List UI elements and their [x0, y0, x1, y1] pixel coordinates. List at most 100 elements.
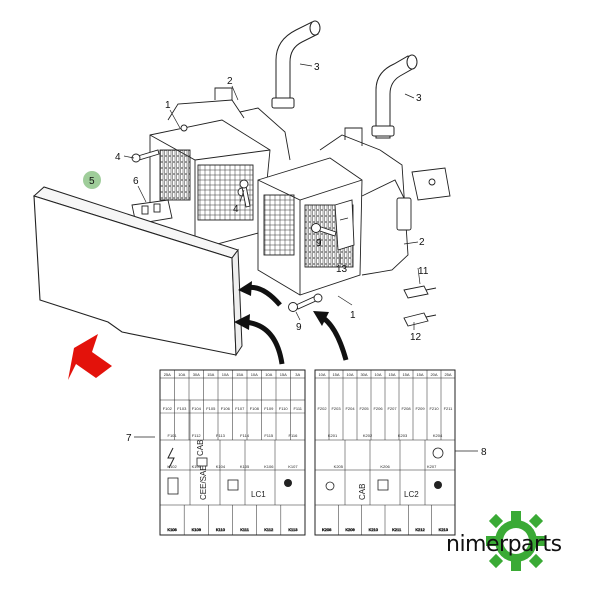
relay-code: K213: [439, 527, 449, 532]
fuse-code: F110: [279, 406, 289, 411]
fuse-rating: 15A: [416, 372, 423, 377]
fuse-rating: 15A: [332, 372, 339, 377]
screw-4-left: [131, 149, 160, 163]
fan-icon: [432, 447, 444, 459]
screw-4-right: [239, 179, 251, 208]
relay-code: K103: [192, 464, 202, 469]
fuse-code: F103: [177, 406, 187, 411]
callout-4: 4: [233, 204, 239, 215]
fuse-rating: 10A: [318, 372, 325, 377]
connector-12: [403, 312, 437, 327]
relay-code: K107: [288, 464, 298, 469]
fuse-rating: 20A: [430, 372, 437, 377]
hose-3-right: [371, 54, 418, 139]
fuse-code: F202: [317, 406, 327, 411]
relay-code: K207: [427, 464, 437, 469]
cee-sae-label: CEE/SAE: [199, 465, 208, 500]
fuse-code: F113: [216, 433, 226, 438]
callout-13: 13: [336, 264, 348, 275]
callout-2: 2: [419, 237, 425, 248]
fuse-rating: 15A: [388, 372, 395, 377]
callout-3: 3: [416, 93, 422, 104]
fuse-code: F210: [429, 406, 439, 411]
fuse-box-1: [149, 87, 291, 251]
fuse-code: F207: [387, 406, 397, 411]
callout-9: 9: [296, 322, 302, 333]
fuse-rating: 15A: [280, 372, 287, 377]
relay-code: K208: [322, 527, 332, 532]
callout-11: 11: [418, 266, 429, 277]
fuse-box-2: [257, 127, 451, 296]
fuse-code: F205: [359, 406, 369, 411]
fuse-rating: 10A: [178, 372, 185, 377]
hose-3-left: [271, 20, 321, 109]
relay-code: K212: [415, 527, 425, 532]
fuse-rating: 15A: [207, 372, 214, 377]
fuse-rating: 10A: [251, 372, 258, 377]
fuse-code: F112: [192, 433, 202, 438]
lamp-icon: [284, 479, 292, 487]
cover-5: [33, 186, 243, 357]
relay-code: K109: [192, 527, 202, 532]
screw-9-upper: [311, 223, 337, 237]
fuse-code: F102: [163, 406, 173, 411]
fuse-code: K203: [398, 433, 408, 438]
fuse-code: F111: [293, 406, 302, 411]
red-arrow: [68, 334, 112, 380]
fuse-rating: 10A: [374, 372, 381, 377]
callout-12: 12: [410, 332, 422, 343]
fuse-code: F208: [401, 406, 411, 411]
fuse-code: K201: [328, 433, 338, 438]
lc1-label: LC1: [251, 490, 266, 499]
callout-8: 8: [481, 447, 487, 458]
brand-logo: nimerparts: [446, 511, 562, 571]
callout-2: 2: [227, 76, 233, 87]
fuse-rating: 30A: [193, 372, 200, 377]
fuse-code: F101: [168, 433, 178, 438]
fuse-code: F109: [264, 406, 274, 411]
relay-code: K211: [392, 527, 402, 532]
fuse-rating: 10A: [265, 372, 272, 377]
relay-code: K113: [288, 527, 298, 532]
fuse-rating: 3A: [295, 372, 300, 377]
gear-icon: [486, 511, 546, 571]
relay-code: K110: [216, 527, 226, 532]
fuse-code: F115: [264, 433, 274, 438]
fuse-code: F114: [240, 433, 250, 438]
fuse-code: F116: [289, 433, 299, 438]
fuse-code: F206: [373, 406, 383, 411]
fuse-rating: 10A: [346, 372, 353, 377]
fuse-rating: 10A: [222, 372, 229, 377]
callout-9: 9: [316, 238, 322, 249]
relay-code: K102: [167, 464, 177, 469]
fuse-rating: 25A: [164, 372, 171, 377]
brand-name: nimerparts: [446, 532, 562, 557]
fuse-codes-row2: F101 F112 F113 F114 F115 F116: [168, 433, 299, 438]
relay-code: K105: [240, 464, 250, 469]
relay-code: K108: [167, 527, 177, 532]
fuse-rating: 30A: [360, 372, 367, 377]
callout-1: 1: [350, 310, 356, 321]
fuse-rating: 15A: [236, 372, 243, 377]
relay-code: K209: [345, 527, 355, 532]
power-icon: [167, 447, 175, 469]
fuse-code: F104: [192, 406, 202, 411]
fuse-code: F204: [345, 406, 355, 411]
callout-3: 3: [314, 62, 320, 73]
fuse-code: F105: [206, 406, 216, 411]
relay-code: K104: [216, 464, 226, 469]
relay-code: K206: [380, 464, 390, 469]
relay-code: K210: [369, 527, 379, 532]
fuse-code: F209: [415, 406, 425, 411]
fuse-code: F203: [331, 406, 341, 411]
relay-icon: [167, 477, 179, 495]
fuse-code: F106: [221, 406, 231, 411]
callout-1: 1: [165, 100, 171, 111]
cab-label-right: CAB: [358, 484, 367, 500]
fuse-code: F108: [250, 406, 260, 411]
connector-11: [403, 285, 437, 299]
